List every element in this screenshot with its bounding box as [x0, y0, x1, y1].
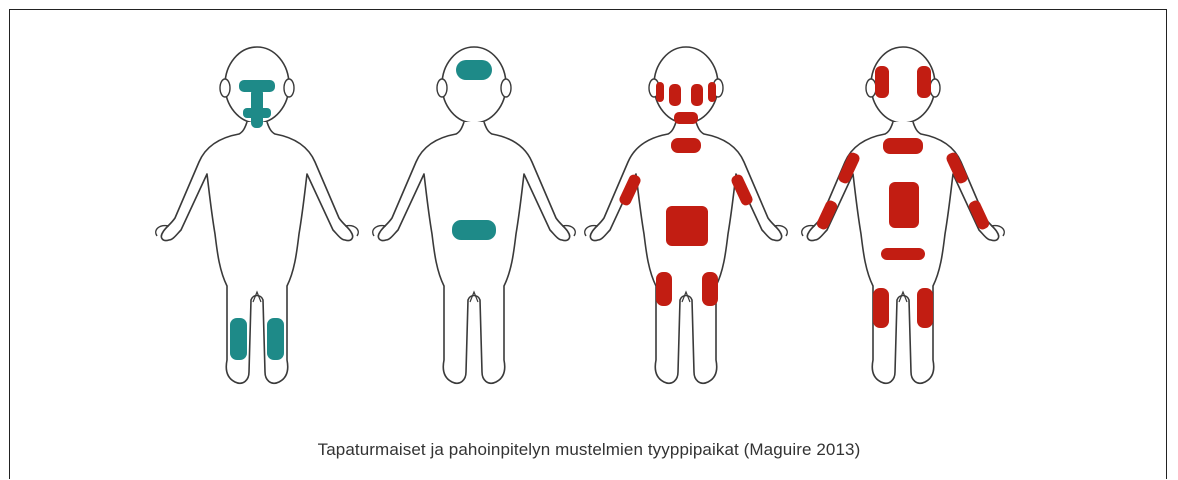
bruise-left-ear [656, 82, 664, 102]
bruise-right-thigh [702, 272, 718, 306]
bruise-lower-back [452, 220, 496, 240]
bruise-left-eye [669, 84, 681, 106]
bruise-neck [671, 138, 701, 153]
figure-front-abuse [585, 47, 788, 383]
bruise-upper-back [883, 138, 923, 154]
bruise-left-shin [230, 318, 247, 360]
bruise-left-thigh [656, 272, 672, 306]
bruise-left-forearm [815, 199, 839, 231]
bruise-chin [243, 108, 271, 118]
bruise-right-eye [691, 84, 703, 106]
bruise-torso [666, 206, 708, 246]
bruise-back-of-head [456, 60, 492, 80]
bruise-right-shin [267, 318, 284, 360]
figure-front-accidental [156, 47, 359, 383]
bruise-buttocks [881, 248, 925, 260]
bruise-back [889, 182, 919, 228]
bruise-left-back-thigh [873, 288, 889, 328]
figure-back-accidental [373, 47, 576, 383]
figure-back-abuse [802, 47, 1005, 383]
bruise-right-back-thigh [917, 288, 933, 328]
figure-caption: Tapaturmaiset ja pahoinpitelyn mustelmie… [0, 440, 1178, 460]
bruise-right-ear [708, 82, 716, 102]
bruise-right-forearm [967, 199, 991, 231]
bruise-right-ear-back [917, 66, 931, 98]
bruise-mouth [674, 112, 698, 124]
body-diagrams [0, 0, 1178, 420]
bruise-left-ear-back [875, 66, 889, 98]
